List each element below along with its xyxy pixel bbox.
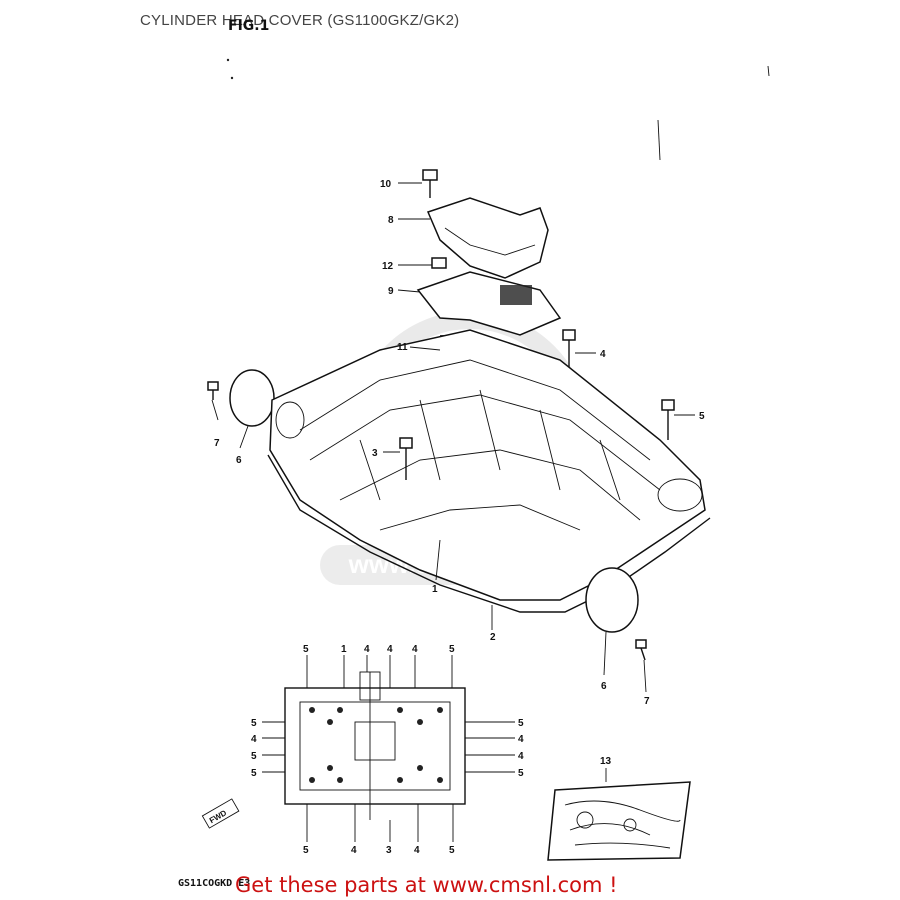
plate-12 <box>431 257 447 269</box>
bolt-pattern-diagram: 5 1 4 4 4 5 5 4 3 4 5 5 4 5 5 5 4 4 5 FW… <box>201 644 524 856</box>
callout-11: 11 <box>397 342 408 353</box>
svg-text:4: 4 <box>412 644 418 655</box>
svg-text:5: 5 <box>518 768 524 779</box>
svg-text:5: 5 <box>303 845 309 856</box>
svg-text:5: 5 <box>518 718 524 729</box>
breather-cover-8 <box>426 197 549 279</box>
svg-text:4: 4 <box>351 845 357 856</box>
svg-text:3: 3 <box>386 845 392 856</box>
callout-12: 12 <box>382 261 394 272</box>
page-title: CYLINDER HEAD COVER (GS1100GKZ/GK2) <box>140 12 460 29</box>
promo-link[interactable]: Get these parts at www.cmsnl.com ! <box>235 873 618 897</box>
cap-6-left <box>229 369 275 427</box>
callout-8: 8 <box>388 215 394 226</box>
callout-4: 4 <box>600 349 606 360</box>
callout-7-right: 7 <box>644 696 650 707</box>
callout-6-right: 6 <box>601 681 607 692</box>
screw-7-right <box>635 639 647 661</box>
svg-text:5: 5 <box>251 718 257 729</box>
drawing-code: GS11COGKD E3 <box>178 878 251 889</box>
svg-text:5: 5 <box>303 644 309 655</box>
gasket-9 <box>416 271 562 336</box>
bolt-5-upper <box>661 399 675 440</box>
callout-5: 5 <box>699 411 705 422</box>
gasket-2 <box>267 454 711 613</box>
callout-9: 9 <box>388 286 394 297</box>
figure-label: FIG.1 <box>228 18 270 34</box>
svg-text:5: 5 <box>449 845 455 856</box>
callouts: 10 8 12 9 11 4 5 7 6 3 1 2 6 7 13 <box>214 179 705 767</box>
callout-3: 3 <box>372 448 378 459</box>
svg-text:4: 4 <box>387 644 393 655</box>
callout-7-left: 7 <box>214 438 220 449</box>
svg-text:5: 5 <box>449 644 455 655</box>
callout-6-left: 6 <box>236 455 242 466</box>
svg-text:4: 4 <box>518 751 524 762</box>
cap-6-right <box>585 567 639 633</box>
svg-text:4: 4 <box>251 734 257 745</box>
callout-13: 13 <box>600 756 612 767</box>
svg-text:5: 5 <box>251 768 257 779</box>
svg-text:4: 4 <box>518 734 524 745</box>
svg-text:4: 4 <box>414 845 420 856</box>
svg-text:5: 5 <box>251 751 257 762</box>
screw-7-left <box>207 381 219 400</box>
bolt-10 <box>422 169 438 198</box>
callout-1: 1 <box>432 584 438 595</box>
cylinder-head-cover-1 <box>269 329 706 601</box>
gasket-set-13 <box>547 768 691 861</box>
svg-text:4: 4 <box>364 644 370 655</box>
callout-2: 2 <box>490 632 496 643</box>
bolt-3 <box>399 437 413 480</box>
callout-10: 10 <box>380 179 392 190</box>
svg-text:1: 1 <box>341 644 347 655</box>
